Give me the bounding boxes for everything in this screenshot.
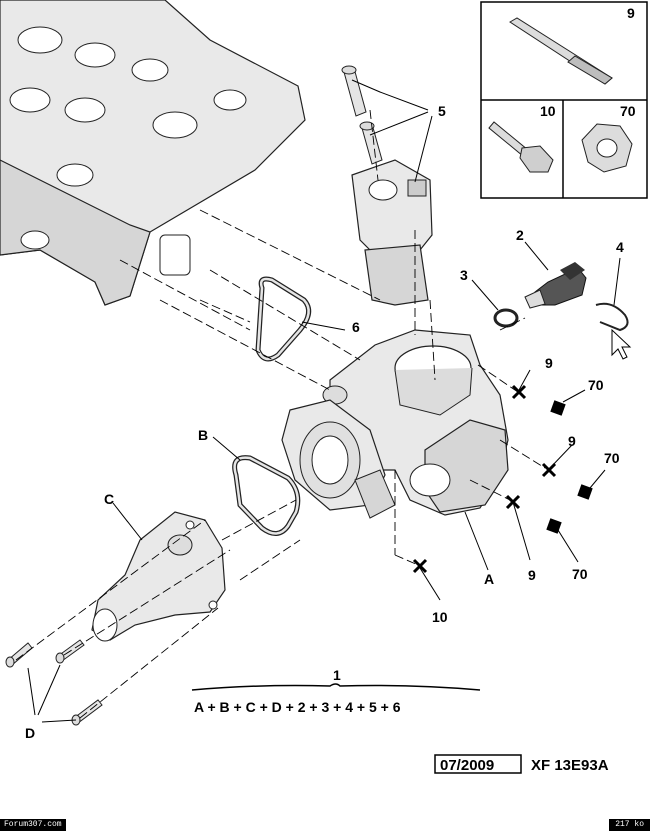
label-3: 3 bbox=[460, 267, 468, 283]
footer-size: 217 ko bbox=[609, 819, 650, 831]
assembly-lines bbox=[15, 109, 546, 719]
stud-icon bbox=[509, 17, 613, 85]
label-6: 6 bbox=[352, 319, 360, 335]
leader-lines bbox=[27, 79, 621, 723]
kit-formula: 1 A + B + C + D + 2 + 3 + 4 + 5 + 6 bbox=[191, 667, 481, 715]
label-A: A bbox=[484, 571, 494, 587]
stud-marker bbox=[541, 462, 557, 478]
screws-D bbox=[5, 639, 103, 726]
nut-marker bbox=[577, 484, 593, 500]
label-4: 4 bbox=[616, 239, 624, 255]
ref-code: XF 13E93A bbox=[531, 757, 609, 774]
label-B: B bbox=[198, 427, 208, 443]
date-code: 07/2009 bbox=[440, 757, 494, 774]
inset-label-9: 9 bbox=[627, 5, 635, 21]
kit-formula-text: A + B + C + D + 2 + 3 + 4 + 5 + 6 bbox=[194, 699, 401, 715]
detail-inset bbox=[480, 1, 648, 199]
cylinder-head bbox=[0, 0, 306, 306]
nut-marker bbox=[550, 400, 566, 416]
gasket-B bbox=[232, 455, 301, 536]
cursor-icon bbox=[611, 328, 632, 360]
nut-marker bbox=[546, 518, 562, 534]
label-9-bottom: 9 bbox=[528, 567, 536, 583]
gasket-6 bbox=[255, 276, 312, 362]
bolt-icon bbox=[488, 121, 554, 173]
clip-4 bbox=[595, 302, 629, 332]
inset-label-10: 10 bbox=[540, 103, 556, 119]
label-5: 5 bbox=[438, 103, 446, 119]
outlet-flange bbox=[281, 399, 396, 519]
label-C: C bbox=[104, 491, 114, 507]
label-10: 10 bbox=[432, 609, 448, 625]
footer-source: Forum307.com bbox=[0, 819, 66, 831]
label-1: 1 bbox=[333, 667, 341, 683]
bolt-marker bbox=[412, 558, 428, 574]
actuator-valve bbox=[351, 159, 433, 306]
label-70-top: 70 bbox=[588, 377, 604, 393]
nut-icon bbox=[581, 123, 633, 173]
elbow-C bbox=[91, 511, 226, 642]
label-70-middle: 70 bbox=[604, 450, 620, 466]
label-2: 2 bbox=[516, 227, 524, 243]
label-D: D bbox=[25, 725, 35, 741]
inset-label-70: 70 bbox=[620, 103, 636, 119]
stud-marker bbox=[511, 384, 527, 400]
reference-block: 07/2009 XF 13E93A bbox=[434, 754, 609, 774]
label-9-middle: 9 bbox=[568, 433, 576, 449]
sensor-2 bbox=[524, 262, 587, 309]
label-9-top: 9 bbox=[545, 355, 553, 371]
label-70-bottom: 70 bbox=[572, 566, 588, 582]
oring-3 bbox=[493, 308, 519, 328]
screws-5 bbox=[341, 65, 383, 165]
